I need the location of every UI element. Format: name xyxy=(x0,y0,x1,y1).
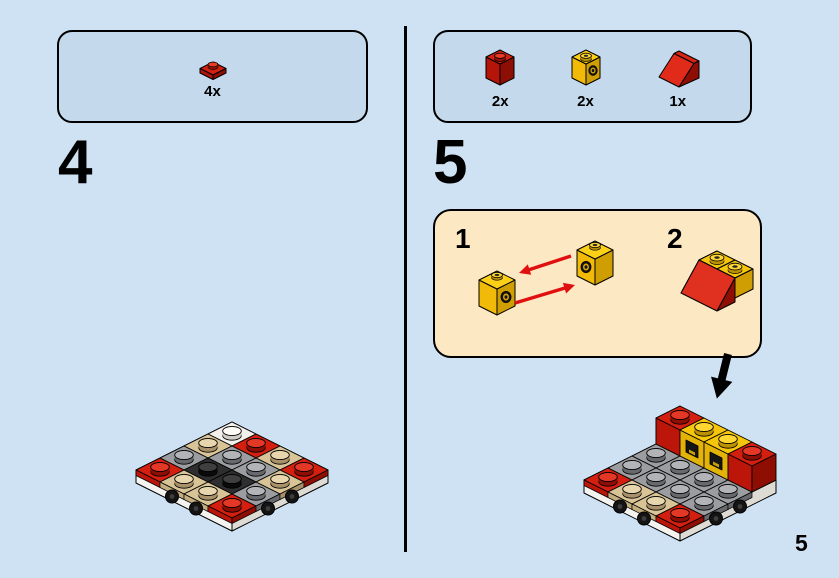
step-4-assembly-illustration xyxy=(135,421,329,532)
yellow-clip-brick-icon xyxy=(571,49,600,85)
part-count: 1x xyxy=(669,92,687,110)
red-1x1-brick-icon xyxy=(485,49,515,85)
slope-placement-illustration xyxy=(680,250,754,312)
red-slope-icon xyxy=(658,50,700,87)
part-red-slope: 1x xyxy=(651,45,705,109)
step-5-parts-box: 2x 2x 1x xyxy=(433,30,752,123)
yellow-brick-left-illustration xyxy=(478,270,516,316)
part-red-1x1-brick: 2x xyxy=(480,45,520,109)
step-5-number: 5 xyxy=(433,128,468,197)
part-red-1x1-plate: 4x xyxy=(195,55,231,99)
yellow-brick-right-illustration xyxy=(576,240,614,286)
down-arrow-icon xyxy=(711,353,733,399)
substep-1-number: 1 xyxy=(455,223,471,254)
step-4-parts-box: 4x xyxy=(57,30,368,123)
part-count: 2x xyxy=(577,92,594,110)
page-number: 5 xyxy=(795,530,808,556)
red-1x1-plate-icon xyxy=(199,61,226,80)
section-divider xyxy=(404,26,407,552)
callout-box: 1 2 xyxy=(433,209,762,358)
step-5-assembly-illustration xyxy=(583,405,777,542)
callout-illustration xyxy=(478,240,754,316)
part-yellow-clip-brick: 2x xyxy=(566,45,606,109)
step-4-number: 4 xyxy=(58,128,93,197)
part-count: 4x xyxy=(204,82,221,100)
substep-2-number: 2 xyxy=(667,223,683,254)
swap-arrows-icon xyxy=(514,254,575,305)
part-count: 2x xyxy=(491,92,509,110)
